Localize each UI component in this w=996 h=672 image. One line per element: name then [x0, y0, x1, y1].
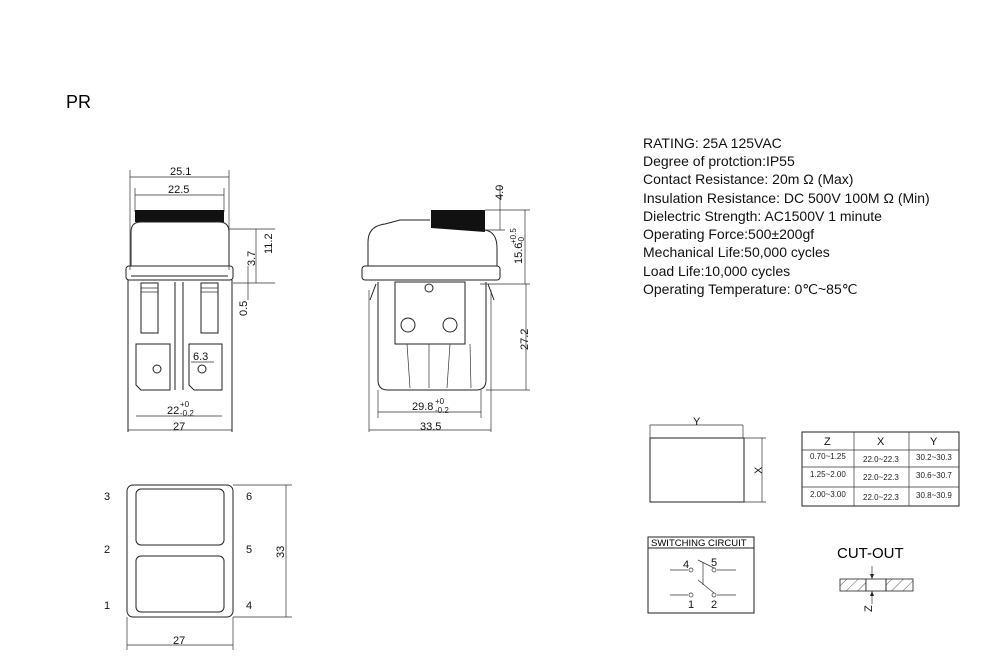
dim-4-0: 4.0 — [494, 185, 506, 200]
dim-29-8-tol-up: +0 — [435, 397, 445, 406]
dim-15-6: 15.6 — [513, 243, 525, 264]
dim-33: 33 — [275, 546, 287, 558]
spec-line: Load Life:10,000 cycles — [643, 263, 790, 279]
dim-3-7: 3.7 — [246, 251, 258, 266]
circuit-pin-4: 4 — [683, 559, 689, 571]
spec-line: RATING: 25A 125VAC — [643, 135, 782, 151]
circuit-pin-2: 2 — [711, 599, 717, 611]
table-cell: 22.0~22.3 — [863, 473, 899, 482]
table-cell: 30.2~30.3 — [916, 453, 952, 462]
pin-3: 3 — [104, 491, 110, 503]
table-cell: 22.0~22.3 — [863, 455, 899, 464]
table-cell: 2.00~3.00 — [810, 490, 846, 499]
dim-22-tol-dn: -0.2 — [180, 409, 194, 418]
rocker-top — [135, 210, 224, 222]
dim-25-1: 25.1 — [170, 166, 191, 178]
cutout-z-label: Z — [863, 605, 875, 612]
specifications: RATING: 25A 125VAC Degree of protction:I… — [643, 135, 930, 297]
spec-line: Mechanical Life:50,000 cycles — [643, 244, 830, 260]
dim-27-2: 27.2 — [519, 329, 531, 350]
dim-6-3: 6.3 — [193, 351, 208, 363]
model-title: PR — [66, 92, 91, 112]
table-cell: 30.8~30.9 — [916, 491, 952, 500]
cut-out-diagram: CUT-OUT Z — [837, 545, 914, 612]
table-header: Y — [930, 436, 938, 448]
dim-0-5: 0.5 — [238, 301, 250, 316]
dim-22-5: 22.5 — [168, 184, 189, 196]
dim-29-8-tol-dn: -0.2 — [435, 406, 449, 415]
bottom-view: 3 2 1 6 5 4 33 27 — [104, 484, 292, 650]
dim-15-6-tol-dn: -0 — [517, 236, 526, 244]
pin-4: 4 — [246, 600, 252, 612]
spec-line: Dielectric Strength: AC1500V 1 minute — [643, 208, 882, 224]
spec-line: Operating Force:500±200gf — [643, 226, 814, 242]
table-cell: 0.70~1.25 — [810, 452, 846, 461]
thickness-table: Z X Y 0.70~1.25 22.0~22.3 30.2~30.3 1.25… — [801, 431, 960, 507]
circuit-title: SWITCHING CIRCUIT — [651, 538, 747, 549]
front-view: 25.1 22.5 6.3 3.7 11.2 0.5 22 +0 -0.2 27 — [125, 166, 275, 433]
spec-line: Insulation Resistance: DC 500V 100M Ω (M… — [643, 190, 930, 206]
dim-11-2: 11.2 — [263, 233, 275, 254]
table-cell: 1.25~2.00 — [810, 470, 846, 479]
dim-27-bottom: 27 — [173, 635, 185, 647]
pin-5: 5 — [246, 544, 252, 556]
pin-6: 6 — [246, 491, 252, 503]
spec-line: Contact Resistance: 20m Ω (Max) — [643, 171, 853, 187]
table-cell: 30.6~30.7 — [916, 471, 952, 480]
table-header: X — [877, 436, 885, 448]
dim-15-6-tol-up: +0.5 — [509, 228, 518, 244]
dim-27: 27 — [173, 421, 185, 433]
circuit-pin-1: 1 — [688, 599, 694, 611]
dim-33-5: 33.5 — [420, 421, 441, 433]
spec-line: Operating Temperature: 0℃~85℃ — [643, 281, 857, 297]
dim-22: 22 — [167, 405, 179, 417]
dim-29-8: 29.8 — [412, 401, 433, 413]
cutout-title: CUT-OUT — [837, 545, 904, 562]
table-header: Z — [824, 436, 831, 448]
table-cell: 22.0~22.3 — [863, 493, 899, 502]
pin-2: 2 — [104, 544, 110, 556]
panel-x-label: X — [753, 466, 765, 474]
side-view: 4.0 15.6 +0.5 -0 27.2 29.8 +0 -0.2 33.5 — [361, 185, 531, 433]
circuit-pin-5: 5 — [711, 557, 717, 569]
pin-1: 1 — [104, 600, 110, 612]
spec-line: Degree of protction:IP55 — [643, 153, 795, 169]
panel-y-label: Y — [693, 416, 701, 428]
dim-22-tol-up: +0 — [180, 400, 190, 409]
panel-diagram: Y X — [649, 416, 766, 503]
switching-circuit: SWITCHING CIRCUIT 4 5 1 2 — [647, 536, 755, 614]
